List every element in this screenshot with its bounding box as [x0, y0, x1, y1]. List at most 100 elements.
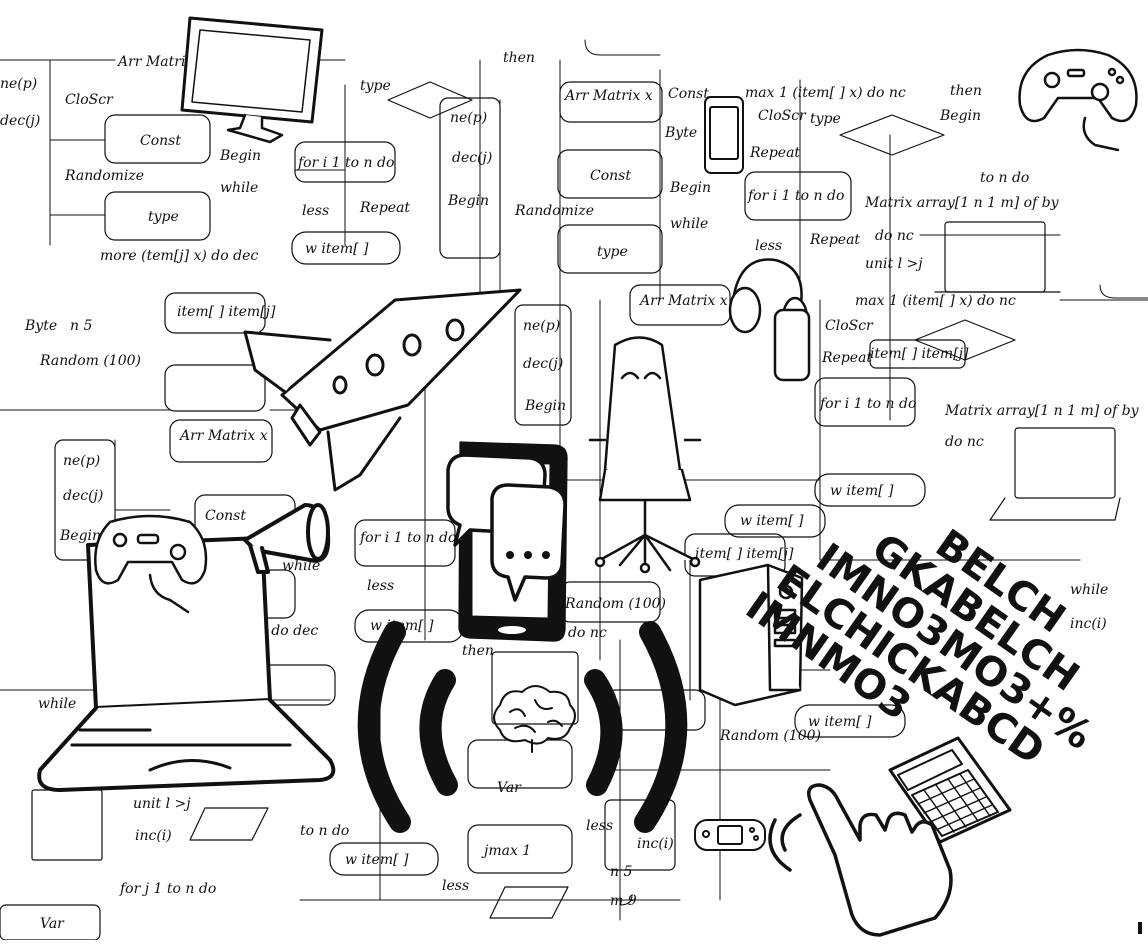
code-donc-1: do nc — [875, 228, 914, 244]
code-arr-matrix-3: Arr Matrix x — [638, 293, 728, 309]
code-type-1: type — [148, 209, 179, 225]
code-arr-matrix-1: Arr Matrix x — [116, 54, 206, 70]
code-matrix-2: Matrix array[1 n 1 m] of by — [944, 403, 1140, 419]
code-begin-1: Begin — [219, 148, 261, 164]
code-const-1: Const — [140, 133, 181, 149]
laptop-icon — [37, 536, 336, 792]
code-witem-1: w item[ ] — [305, 241, 369, 257]
code-less-5: less — [442, 878, 469, 894]
code-decj-4: dec(j) — [0, 113, 40, 129]
calculator-icon — [888, 736, 1012, 844]
gamepad-icon-left — [94, 514, 208, 614]
code-while-5: while — [38, 696, 76, 712]
laptop-outline-icon — [934, 221, 1121, 521]
code-decj-1: dec(j) — [452, 150, 492, 166]
code-tondo-2: to n do — [300, 823, 349, 839]
code-m9-1: m 9 — [610, 893, 637, 909]
code-randomize-1: Randomize — [64, 168, 144, 184]
gamepad-icon — [1018, 48, 1138, 152]
code-then-2: then — [950, 83, 982, 99]
code-repeat-2: Repeat — [749, 145, 800, 161]
code-nep-1: ne(p) — [450, 110, 487, 126]
code-while-4: while — [1070, 582, 1108, 598]
code-repeat-4: Repeat — [821, 350, 872, 366]
code-while-2: while — [670, 216, 708, 232]
code-repeat-1: Repeat — [359, 200, 410, 216]
code-jmax-1: jmax 1 — [481, 843, 531, 859]
code-unit-2: unit l >j — [865, 256, 923, 272]
code-less-3: less — [367, 578, 394, 594]
code-for-1: for i 1 to n do — [297, 155, 394, 171]
code-begin-5: Begin — [524, 398, 566, 414]
code-byte-2: Byte — [24, 318, 57, 334]
code-for-2: for i 1 to n do — [747, 188, 844, 204]
monitor-icon — [180, 16, 324, 144]
code-begin-2: Begin — [669, 180, 711, 196]
code-closer-2: CloScr — [758, 108, 807, 124]
pointing-hand-icon — [768, 783, 953, 937]
code-witem-2: w item[ ] — [830, 483, 894, 499]
code-forj-1: for j 1 to n do — [119, 881, 216, 897]
chat-bubble-icon — [446, 453, 567, 602]
code-begin-3: Begin — [447, 193, 489, 209]
code-inc-2: inc(i) — [637, 836, 674, 852]
code-for-4: for i 1 to n do — [359, 530, 456, 546]
desktop-tower-icon — [698, 563, 804, 707]
code-decj-2: dec(j) — [523, 356, 563, 372]
code-n5-1: n 5 — [610, 864, 632, 880]
code-for-3: for i 1 to n do — [819, 396, 916, 412]
code-decj-3: dec(j) — [63, 488, 103, 504]
code-var-2: Var — [40, 916, 65, 932]
code-then-1: then — [503, 50, 535, 66]
code-repeat-3: Repeat — [809, 232, 860, 248]
code-witem-6: w item[ ] — [345, 852, 409, 868]
code-more-1: more (tem[j] x) do dec — [100, 248, 258, 264]
code-random-2: Random (100) — [719, 728, 821, 744]
code-type-2: type — [597, 244, 628, 260]
code-var-1: Var — [497, 780, 522, 796]
code-nep-2: ne(p) — [523, 318, 560, 334]
code-less-1: less — [302, 203, 329, 219]
code-const-2: Const — [590, 168, 631, 184]
code-type-4: type — [360, 78, 391, 94]
flowchart-decisions — [189, 81, 1016, 919]
code-itempair-1: item[ ] item[j] — [177, 304, 276, 320]
code-witem-3: w item[ ] — [740, 513, 804, 529]
code-randomize-2: Randomize — [514, 203, 594, 219]
broadcast-waves-icon — [357, 621, 688, 833]
megaphone-icon — [243, 503, 331, 574]
code-closer-1: CloScr — [65, 92, 114, 108]
code-type-5: type — [810, 111, 841, 127]
code-random-3: Random (100) — [39, 353, 141, 369]
code-arr-matrix-2: Arr Matrix x — [563, 88, 653, 104]
code-random-1: Random (100) — [564, 596, 666, 612]
code-nep-4: ne(p) — [0, 76, 37, 92]
code-itempair-3: item[ ] item[j] — [870, 346, 969, 362]
code-inc-3: inc(i) — [1070, 616, 1107, 632]
code-less-2: less — [755, 238, 782, 254]
code-begin-6: Begin — [59, 528, 101, 544]
code-witem-5: w item[ ] — [808, 714, 872, 730]
handheld-console-icon — [694, 819, 766, 851]
rocket-icon — [243, 288, 522, 492]
code-nep-3: ne(p) — [63, 453, 100, 469]
code-const-3: Const — [205, 508, 246, 524]
code-inc-1: inc(i) — [135, 828, 172, 844]
code-less-4: less — [586, 818, 613, 834]
code-n5-2: n 5 — [70, 318, 92, 334]
code-begin-4: Begin — [939, 108, 981, 124]
smartphone-small-icon — [704, 96, 744, 174]
headphones-icon — [728, 258, 811, 382]
code-matrix-1: Matrix array[1 n 1 m] of by — [864, 195, 1060, 211]
code-closer-3: CloScr — [825, 318, 874, 334]
code-itempair-2: item[ ] item[j] — [695, 546, 794, 562]
code-max-2: max 1 (item[ ] x) do nc — [855, 293, 1016, 309]
code-while-1: while — [220, 180, 258, 196]
brain-icon — [493, 685, 576, 753]
code-max-1: max 1 (item[ ] x) do nc — [745, 85, 906, 101]
code-donc-2: do nc — [568, 625, 607, 641]
corner-mark — [1138, 922, 1142, 934]
code-tondo-1: to n do — [980, 170, 1029, 186]
code-then-3: then — [462, 643, 494, 659]
